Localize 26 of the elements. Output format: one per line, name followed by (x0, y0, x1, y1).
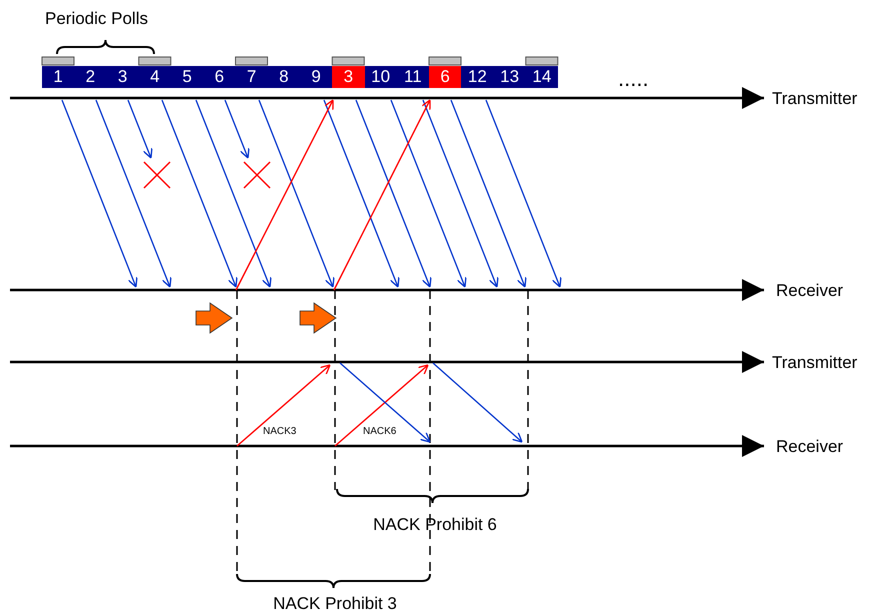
sequence-number: 13 (494, 66, 526, 88)
sequence-number: 9 (300, 66, 332, 88)
message-label: NACK3 (263, 427, 296, 437)
sequence-number: 4 (138, 66, 171, 88)
sequence-number: 1 (42, 66, 74, 88)
lane-label: Receiver (776, 282, 844, 299)
sequence-number: 10 (364, 66, 397, 88)
sequence-number: 5 (171, 66, 204, 88)
sequence-number: 3 (106, 66, 139, 88)
lane-label: Transmitter (772, 354, 858, 371)
sequence-number: 14 (526, 66, 558, 88)
sequence-number: 6 (429, 66, 462, 88)
sequence-number: 12 (461, 66, 494, 88)
lane-label: Receiver (776, 438, 844, 455)
sequence-number: 2 (74, 66, 106, 88)
ellipsis: ..... (618, 68, 649, 90)
sequence-number: 3 (332, 66, 364, 88)
sequence-number: 6 (203, 66, 236, 88)
interval-label: NACK Prohibit 3 (273, 595, 397, 612)
sequence-number: 8 (268, 66, 300, 88)
message-label: NACK6 (363, 427, 396, 437)
group-label: Periodic Polls (45, 10, 148, 27)
sequence-number: 11 (396, 66, 429, 88)
interval-label: NACK Prohibit 6 (373, 516, 497, 533)
lane-label: Transmitter (772, 90, 858, 107)
sequence-number: 7 (236, 66, 268, 88)
